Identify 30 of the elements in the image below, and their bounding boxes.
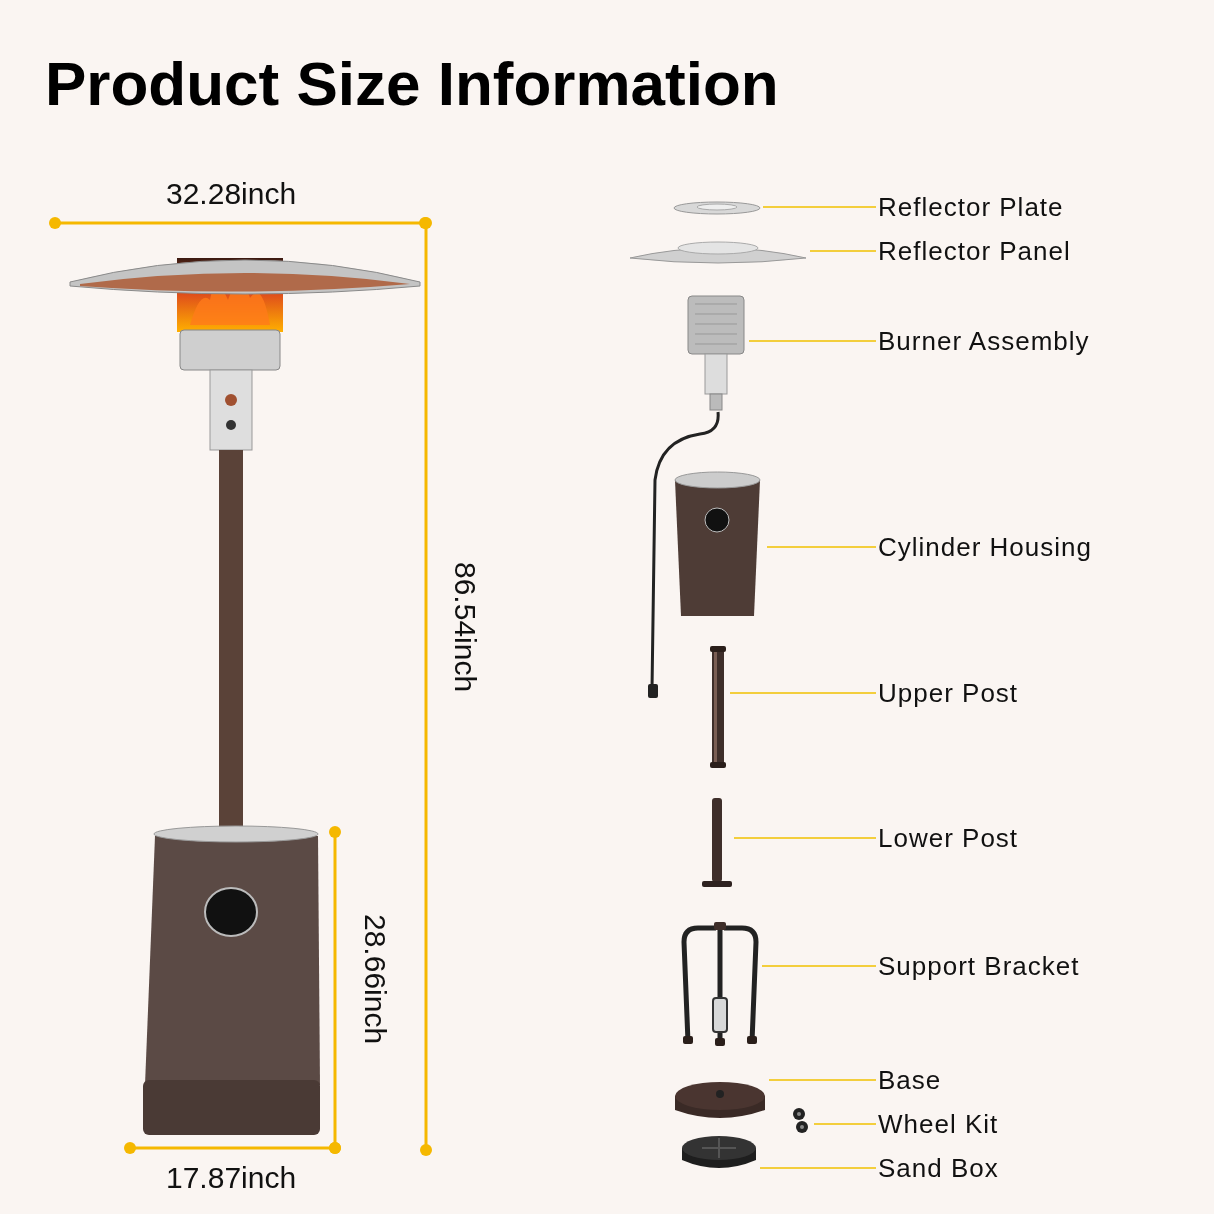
part-label: Lower Post: [878, 822, 1019, 854]
part-label: Sand Box: [878, 1152, 999, 1184]
part-label: Upper Post: [878, 677, 1019, 709]
leader-line: [729, 692, 877, 694]
leader-line: [809, 250, 877, 252]
leader-line: [759, 1167, 877, 1169]
part-label: Wheel Kit: [878, 1108, 999, 1140]
leader-line: [766, 546, 877, 548]
part-label: Cylinder Housing: [878, 531, 1092, 563]
leader-line: [761, 965, 877, 967]
dimension-label: 28.66inch: [358, 914, 392, 1045]
dimension-label: 17.87inch: [166, 1161, 297, 1195]
reflector-plate-drawing: [673, 200, 761, 216]
leader-line: [813, 1123, 877, 1125]
leader-line: [748, 340, 877, 342]
leader-line: [768, 1079, 877, 1081]
part-label: Reflector Panel: [878, 235, 1071, 267]
part-label: Burner Assembly: [878, 325, 1090, 357]
leader-line: [733, 837, 877, 839]
part-label: Base: [878, 1064, 942, 1096]
leader-line: [762, 206, 877, 208]
lower-post-drawing: [702, 798, 732, 888]
burner-assembly-drawing: [685, 294, 747, 412]
page-title: Product Size Information: [45, 48, 779, 119]
upper-post-drawing: [708, 646, 728, 768]
support-bracket-drawing: [680, 920, 760, 1046]
part-label: Support Bracket: [878, 950, 1080, 982]
part-label: Reflector Plate: [878, 191, 1064, 223]
dimension-label: 32.28inch: [166, 177, 297, 211]
dimension-label: 86.54inch: [448, 562, 482, 693]
